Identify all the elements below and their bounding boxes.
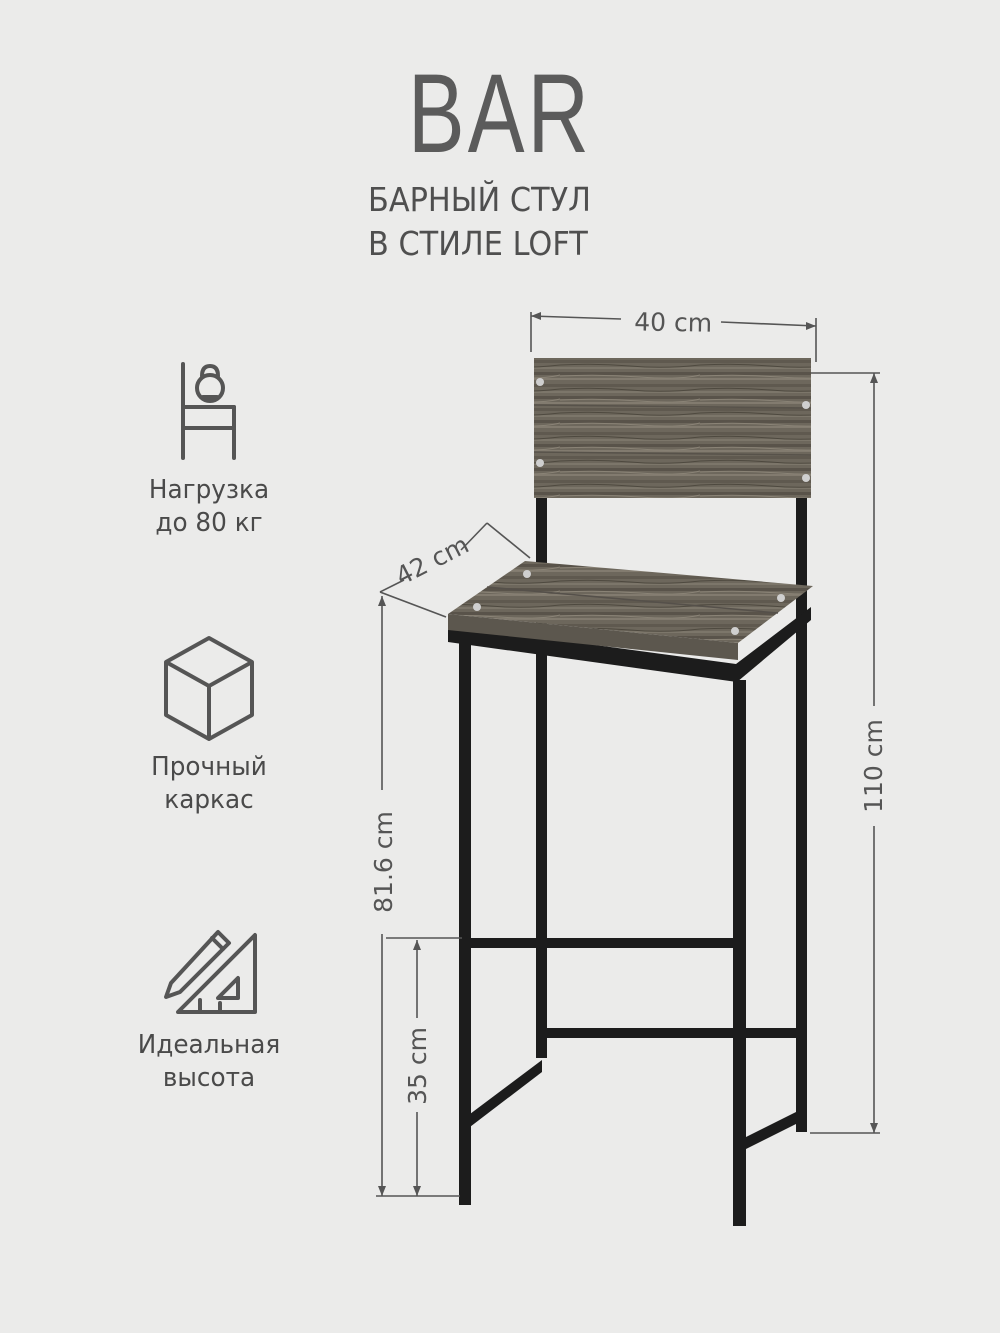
feature-height: Идеальная высота <box>86 1029 333 1095</box>
chair-backrest <box>533 358 812 498</box>
depth-label: 42 cm <box>391 530 474 591</box>
seat-height-label: 81.6 cm <box>369 811 398 913</box>
seat-height-dimension <box>376 596 460 1197</box>
subtitle-line-2: В СТИЛЕ LOFT <box>368 224 588 263</box>
chair-seat <box>448 561 813 660</box>
width-label: 40 cm <box>634 307 712 337</box>
depth-dimension <box>379 522 531 618</box>
product-subtitle: БАРНЫЙ СТУЛ В СТИЛЕ LOFT <box>368 178 591 266</box>
cube-icon <box>164 636 254 741</box>
feature-frame: Прочный каркас <box>86 751 333 817</box>
feature-load-line-2: до 80 кг <box>155 508 263 538</box>
feature-frame-line-2: каркас <box>164 785 254 815</box>
kettlebell-chair-icon <box>181 362 236 460</box>
feature-frame-line-1: Прочный <box>151 752 267 782</box>
chair-frame <box>448 358 811 1226</box>
footrest-height-label: 35 cm <box>403 1027 432 1105</box>
pencil-triangle-ruler-icon <box>164 930 257 1014</box>
feature-height-line-1: Идеальная <box>137 1030 281 1060</box>
width-dimension <box>530 312 817 362</box>
feature-load-line-1: Нагрузка <box>148 475 270 505</box>
total-height-dimension <box>810 372 880 1134</box>
feature-load: Нагрузка до 80 кг <box>86 474 333 540</box>
feature-height-line-2: высота <box>162 1063 256 1093</box>
total-height-label: 110 cm <box>859 719 888 813</box>
product-title: BAR <box>407 51 593 176</box>
subtitle-line-1: БАРНЫЙ СТУЛ <box>368 180 591 219</box>
footrest-height-dimension <box>386 937 462 1196</box>
